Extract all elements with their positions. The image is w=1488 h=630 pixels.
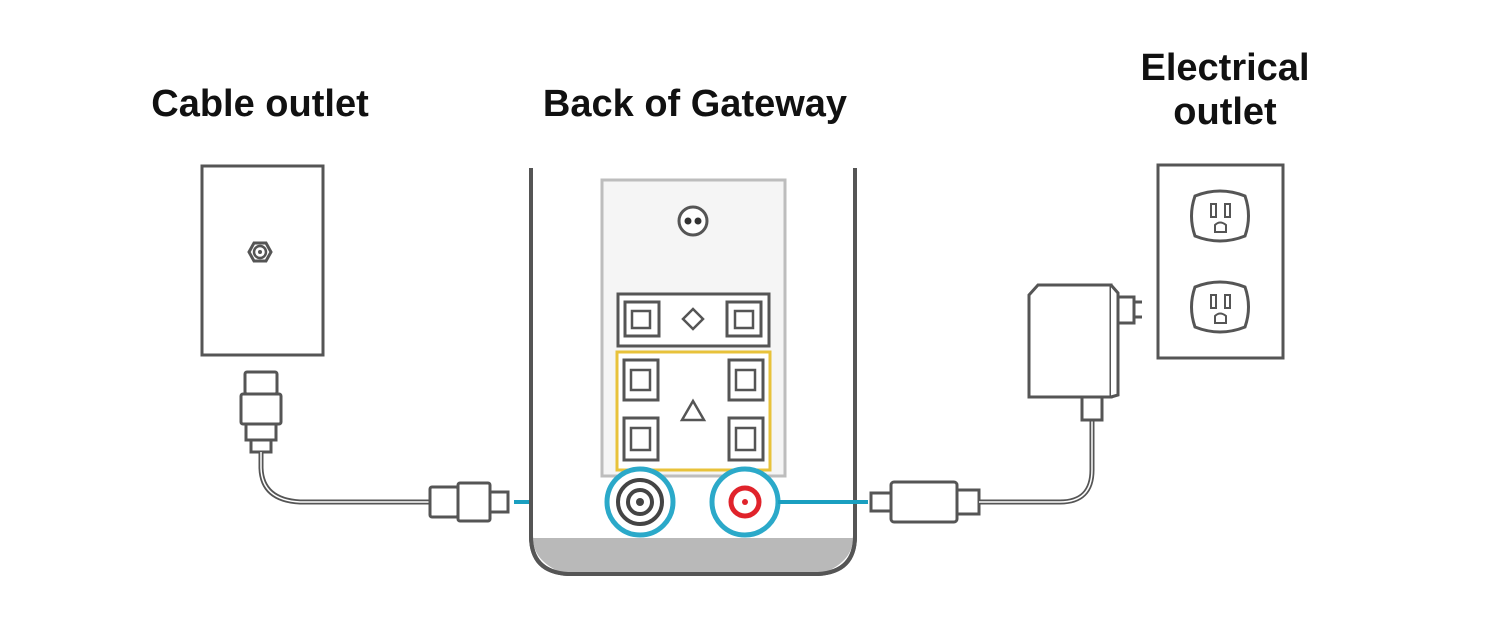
power-adapter: [1027, 283, 1142, 399]
gateway-base: [533, 538, 853, 572]
electrical-socket-icon: [1190, 280, 1250, 334]
cable-outlet-label: Cable outlet: [151, 83, 369, 125]
ethernet-port: [727, 358, 765, 402]
ethernet-port-group-bottom: [615, 350, 772, 472]
electrical-outlet-label-line1: Electrical: [1140, 47, 1310, 89]
back-of-gateway-label: Back of Gateway: [542, 83, 848, 125]
ethernet-port: [623, 300, 661, 338]
ethernet-port: [622, 358, 660, 402]
electrical-socket-icon: [1190, 189, 1250, 243]
ethernet-port-group-top: [616, 292, 771, 348]
gateway-coax-port: [604, 466, 676, 538]
electrical-outlet-label: Electrical outlet: [1110, 46, 1340, 134]
diamond-icon: [681, 307, 705, 331]
triangle-icon: [679, 398, 707, 422]
power-cable: [869, 394, 1104, 524]
ethernet-port: [622, 416, 660, 462]
coax-cable: [239, 370, 510, 523]
ethernet-port: [725, 300, 763, 338]
electrical-outlet-label-line2: outlet: [1173, 91, 1277, 133]
ethernet-port: [727, 416, 765, 462]
gateway-power-port: [709, 466, 781, 538]
coax-wall-jack-icon: [247, 241, 273, 263]
logo-dots-icon: [677, 205, 709, 237]
